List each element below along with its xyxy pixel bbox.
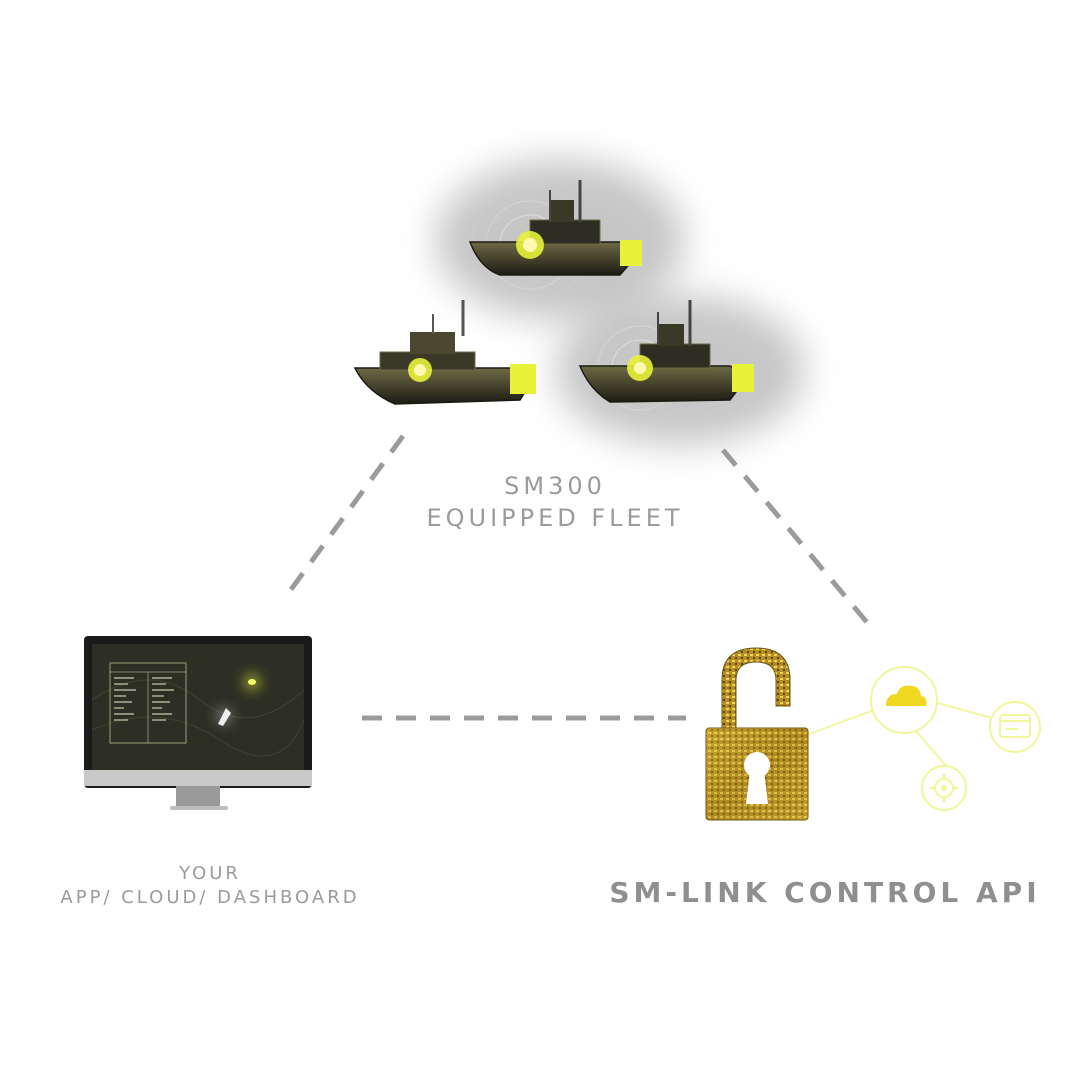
boat-icon bbox=[468, 180, 642, 304]
browser-window-icon bbox=[989, 701, 1041, 753]
connector-fleet-api bbox=[721, 448, 877, 634]
boat-icon bbox=[578, 300, 754, 425]
api-label: SM-LINK CONTROL API bbox=[609, 876, 1041, 909]
cloud-icon bbox=[870, 666, 938, 734]
fleet-label: SM300 EQUIPPED FLEET bbox=[390, 470, 720, 534]
gear-icon bbox=[921, 765, 967, 811]
monitor-icon bbox=[84, 636, 312, 810]
fleet-label-line1: SM300 bbox=[504, 472, 606, 500]
app-label-line1: YOUR bbox=[179, 863, 241, 884]
fleet-label-line2: EQUIPPED FLEET bbox=[426, 504, 684, 532]
connector-lines bbox=[284, 434, 877, 721]
boat-icon bbox=[353, 300, 537, 405]
app-label-line2: APP/ CLOUD/ DASHBOARD bbox=[60, 887, 360, 908]
padlock-icon bbox=[705, 647, 809, 821]
connector-fleet-app bbox=[284, 434, 406, 597]
app-label: YOUR APP/ CLOUD/ DASHBOARD bbox=[20, 862, 400, 910]
